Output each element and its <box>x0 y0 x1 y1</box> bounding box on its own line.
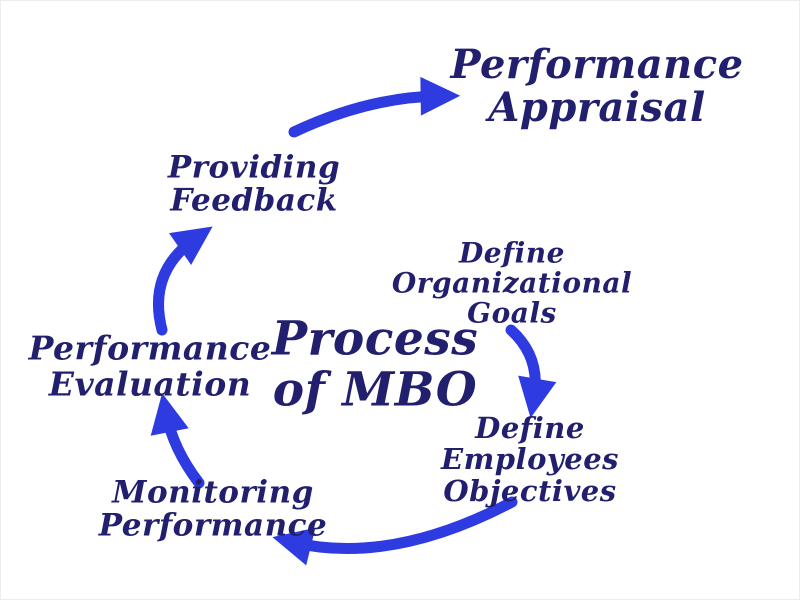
step-label-define-organizational-goals: Define Organizational Goals <box>391 236 633 331</box>
step-line: Performance <box>98 508 328 544</box>
step-line: Define <box>475 411 585 446</box>
step-label-performance-appraisal: Performance Appraisal <box>450 40 744 131</box>
step-line: Appraisal <box>488 84 706 131</box>
arrow-monitoring-to-evaluation <box>150 393 205 489</box>
step-line: Employees <box>440 442 620 477</box>
step-label-providing-feedback: Providing Feedback <box>167 149 341 219</box>
step-line: Goals <box>467 297 557 331</box>
step-line: Performance <box>450 40 744 88</box>
step-line: Evaluation <box>48 364 252 403</box>
step-line: Providing <box>167 149 341 186</box>
step-line: Feedback <box>170 183 338 219</box>
arrow-evaluation-to-feedback <box>153 226 213 336</box>
step-label-define-employees-objectives: Define Employees Objectives <box>440 411 620 508</box>
step-label-monitoring-performance: Monitoring Performance <box>98 474 328 544</box>
diagram-title-line: Process <box>271 311 479 367</box>
arrow-feedback-to-appraisal <box>288 76 461 138</box>
step-line: Objectives <box>443 473 617 508</box>
arrow-objectives-to-monitoring <box>272 496 518 566</box>
step-line: Monitoring <box>112 474 314 511</box>
arrow-goals-to-objectives <box>505 324 557 418</box>
step-label-performance-evaluation: Performance Evaluation <box>29 330 272 401</box>
step-line: Define <box>459 236 565 270</box>
diagram-title: Process of MBO <box>271 311 479 417</box>
diagram-title-line: of MBO <box>272 362 478 417</box>
step-line: Organizational <box>391 266 633 300</box>
step-line: Performance <box>28 328 272 368</box>
